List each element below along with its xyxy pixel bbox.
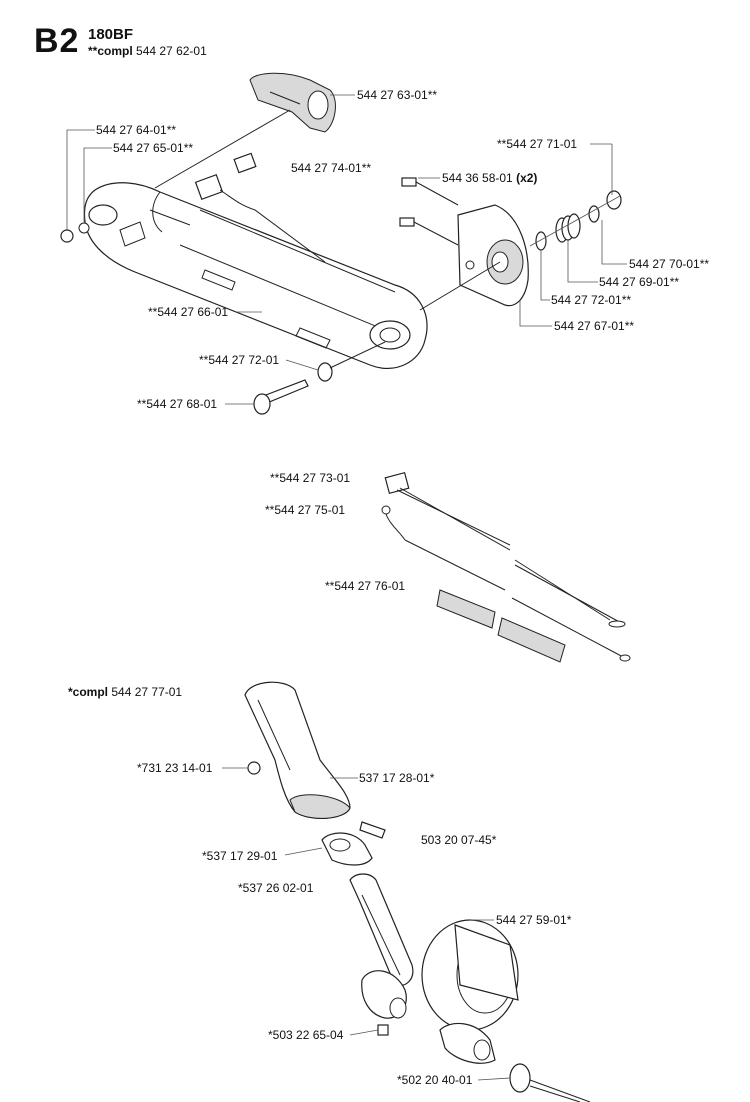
grip-handle-part <box>244 681 351 819</box>
model-name: 180BF <box>88 26 134 43</box>
compl-prefix: **compl <box>88 44 133 58</box>
quantity-x2: (x2) <box>516 171 538 185</box>
nut-washer-left <box>60 222 90 243</box>
part-label-544275901: 544 27 59-01* <box>496 913 572 927</box>
clamp-screw-part <box>321 821 386 866</box>
compl2-part-number: 544 27 77-01 <box>111 685 183 699</box>
part-label-544277201-upper: 544 27 72-01** <box>551 293 632 307</box>
part-label-544276901: 544 27 69-01** <box>599 275 680 289</box>
part-label-537260201: *537 26 02-01 <box>238 881 314 895</box>
complete-assembly-label-2: *compl 544 27 77-01 <box>68 685 182 699</box>
part-label-544277001: 544 27 70-01** <box>629 257 710 271</box>
spiral-hose-part <box>436 589 566 663</box>
section-code: B2 <box>34 22 80 60</box>
part-label-544276301: 544 27 63-01** <box>357 88 438 102</box>
compl-part-number: 544 27 62-01 <box>136 44 207 58</box>
part-label-503226504: *503 22 65-04 <box>268 1028 344 1042</box>
handle-bar-part <box>83 182 428 370</box>
part-label-544276801: **544 27 68-01 <box>137 397 218 411</box>
part-label-537172901: *537 17 29-01 <box>202 849 278 863</box>
part-label-544277501: **544 27 75-01 <box>265 503 346 517</box>
part-label-544277601: **544 27 76-01 <box>325 579 406 593</box>
leader-lines <box>66 94 627 1081</box>
part-label-544276401: 544 27 64-01** <box>96 123 177 137</box>
bracket-clamp-part <box>421 919 519 1064</box>
part-label-544277101: **544 27 71-01 <box>497 137 578 151</box>
part-label-544276601: **544 27 66-01 <box>148 305 229 319</box>
part-label-537172801: 537 17 28-01* <box>359 771 435 785</box>
gear-wheel-part <box>509 1063 591 1102</box>
part-label-544276501: 544 27 65-01** <box>113 141 194 155</box>
part-label-544277301: **544 27 73-01 <box>270 471 351 485</box>
nut-731 <box>247 761 261 775</box>
spring-washer-stack <box>529 190 622 251</box>
complete-assembly-label: **compl 544 27 62-01 <box>88 44 207 58</box>
part-label-544277401: 544 27 74-01** <box>291 161 372 175</box>
compl2-prefix: *compl <box>68 685 109 699</box>
part-label-544276701: 544 27 67-01** <box>554 319 635 333</box>
shaft-tube-part <box>349 873 414 1019</box>
part-label-731231401: *731 23 14-01 <box>137 761 213 775</box>
cable-set-part <box>381 471 631 662</box>
part-label-502204001: *502 20 40-01 <box>397 1073 473 1087</box>
part-label-544277201-lower: **544 27 72-01 <box>199 353 280 367</box>
mounting-plate-part <box>399 177 529 311</box>
part-number-544365801: 544 36 58-01 <box>442 171 513 185</box>
bolt-washer-bottom <box>253 341 386 415</box>
trigger-top-part <box>154 72 336 189</box>
part-label-503200745: 503 20 07-45* <box>421 833 497 847</box>
part-label-544365801: 544 36 58-01 (x2) <box>442 171 537 185</box>
switch-connector-part <box>194 152 326 263</box>
nut-503226504 <box>377 1024 389 1036</box>
